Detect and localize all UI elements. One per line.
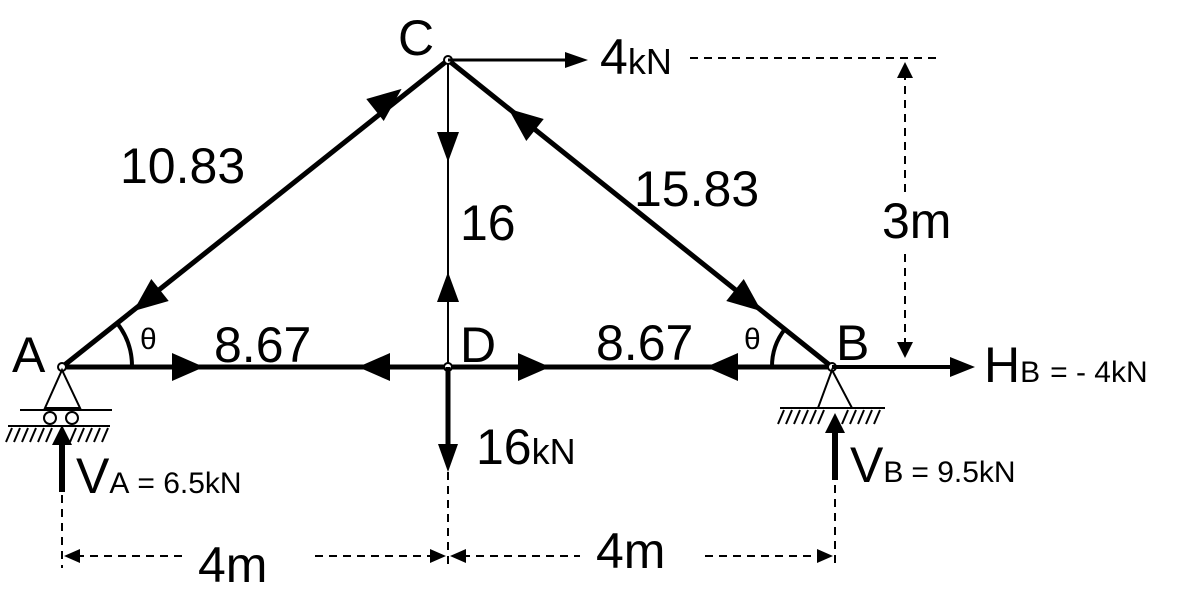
member-force-cb: 15.83 [634,161,759,217]
vb-symbol: V [850,437,884,493]
angle-arc-b [769,327,787,368]
load-c-unit: kN [628,41,672,82]
reaction-va-arrowhead [52,425,72,445]
dimension-lines [61,57,940,568]
load-d-unit: kN [532,431,576,472]
member-force-cd: 16 [460,195,516,251]
load-d-value: 16 [476,419,532,475]
reaction-hb-label: HB = - 4kN [984,337,1148,393]
load-arrows [52,52,975,492]
node-label-c: C [398,10,434,66]
arrow-ad-right [172,353,204,381]
va-subscript: A [109,467,129,500]
arrow-ad-left [358,353,390,381]
va-symbol: V [76,448,110,504]
load-d-arrowhead [438,444,458,472]
node-label-b: B [836,315,869,371]
hb-value: = - 4kN [1050,356,1148,389]
reaction-va-label: VA= 6.5kN [76,448,242,504]
reaction-hb-arrowhead [950,357,975,377]
pin-support-b [777,367,885,425]
reaction-vb-label: VB= 9.5kN [850,437,1016,493]
vb-value: = 9.5kN [911,456,1015,489]
member-force-ad: 8.67 [214,317,311,373]
hb-symbol: H [984,337,1020,393]
load-c-label: 4kN [600,29,672,85]
load-c-value: 4 [600,29,628,85]
arrow-cd-up [437,272,459,302]
angle-theta-b: θ [744,323,761,356]
hb-subscript: B [1020,356,1040,389]
vb-subscript: B [883,456,903,489]
reaction-vb-arrowhead [825,413,845,433]
member-force-arrows [133,88,762,381]
arrow-db-left [706,353,738,381]
angle-theta-a: θ [140,323,157,356]
va-value: = 6.5kN [137,467,241,500]
load-c-arrowhead [565,52,588,68]
arrow-cb-to-c [508,108,544,141]
angle-arc-a [115,321,135,368]
node-label-d: D [460,317,496,373]
load-d-label: 16kN [476,419,576,475]
arrow-cd-down [437,132,459,162]
roller-support-a [5,367,112,443]
arrow-cb-to-b [726,279,762,312]
node-label-a: A [12,327,46,383]
dimension-span-right-label: 4m [596,523,665,579]
arrow-db-right [518,353,550,381]
member-force-db: 8.67 [596,315,693,371]
arrow-ac-to-a [133,279,169,312]
dimension-span-left-label: 4m [198,537,267,593]
member-force-ac: 10.83 [120,138,245,194]
dimension-height-label: 3m [882,193,951,249]
arrow-ac-to-c [366,88,402,121]
